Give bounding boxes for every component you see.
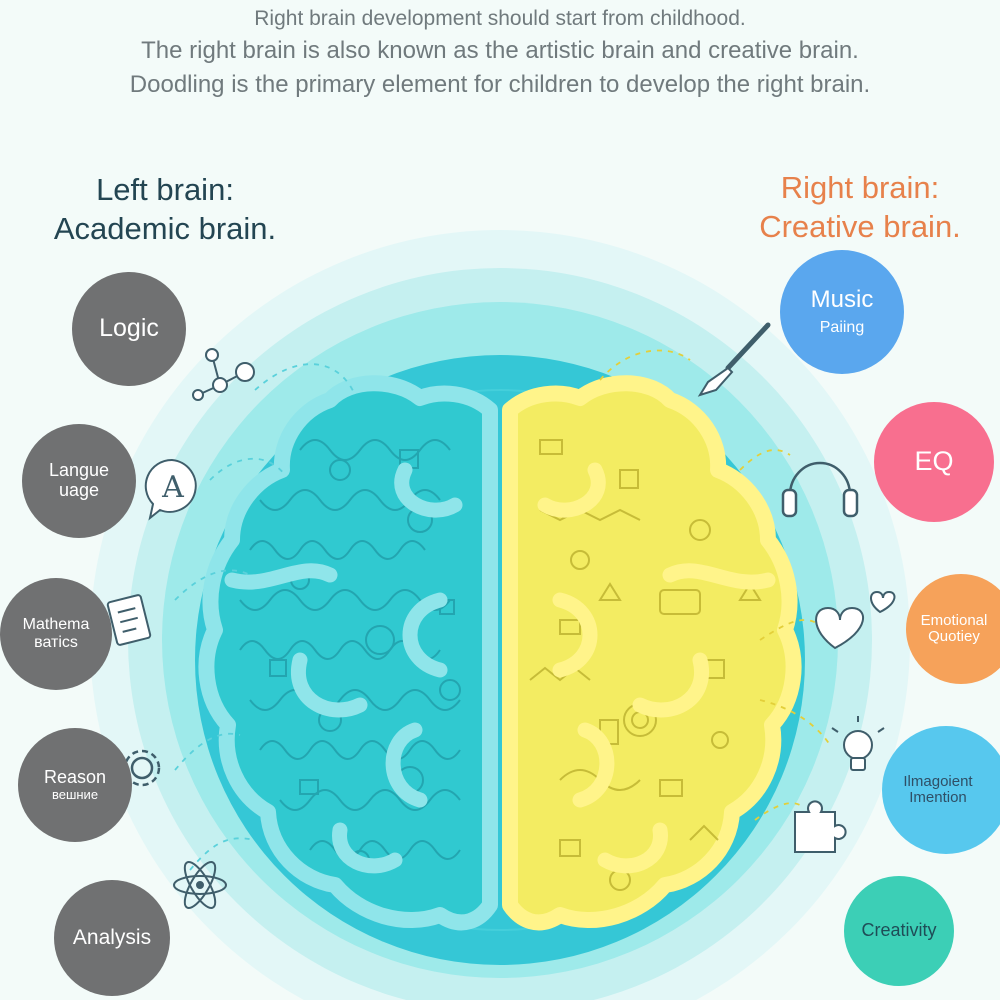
- right-brain-heading: Right brain: Creative brain.: [740, 168, 980, 246]
- right-item-imagination: Ilmagoient Imention: [882, 726, 1000, 854]
- right-heading-line-2: Creative brain.: [759, 209, 961, 244]
- lightbulb-icon: [831, 716, 885, 771]
- left-item-line-2: ватics: [34, 634, 78, 651]
- connector-lines: [174, 349, 831, 871]
- header-line-1: Right brain development should start fro…: [254, 7, 746, 30]
- right-item-eq: EQ: [874, 402, 994, 522]
- left-item-line-1: Logic: [99, 314, 159, 343]
- letter-a-bubble-icon: A: [144, 458, 197, 521]
- header: Right brain development should start fro…: [0, 4, 1000, 102]
- right-item-line-1: Creativity: [861, 920, 937, 941]
- molecule-icon: [192, 348, 255, 401]
- left-item-logic: Logic: [72, 272, 186, 386]
- paintbrush-icon: [697, 322, 771, 397]
- header-line-3: Doodling is the primary element for chil…: [129, 71, 871, 98]
- left-brain-heading: Left brain: Academic brain.: [40, 170, 290, 248]
- right-item-line-1: Music: [810, 286, 874, 313]
- right-item-line-1: Emotional: [920, 611, 988, 629]
- left-item-language: Langue uage: [22, 424, 136, 538]
- right-item-line-1: Ilmagoient: [903, 772, 973, 790]
- puzzle-piece-icon: [794, 800, 847, 853]
- headphones-icon: [781, 461, 859, 518]
- left-item-mathematics: Mathema ватics: [0, 578, 112, 690]
- svg-text:A: A: [161, 470, 184, 505]
- left-hemisphere: [198, 375, 498, 931]
- left-item-analysis: Analysis: [54, 880, 170, 996]
- left-item-line-2: вешние: [51, 786, 99, 802]
- header-line-2: The right brain is also known as the art…: [141, 37, 859, 64]
- right-item-line-2: Quotiey: [928, 628, 980, 645]
- heart-icon: [815, 590, 896, 650]
- left-heading-line-2: Academic brain.: [53, 211, 277, 246]
- left-item-line-2: uage: [58, 480, 100, 500]
- right-heading-line-1: Right brain:: [780, 170, 940, 205]
- right-item-line-2: Imention: [909, 789, 967, 806]
- right-item-line-2: Paiing: [819, 319, 865, 337]
- right-item-emotional-quotient: Emotional Quotiey: [906, 574, 1000, 684]
- right-item-music: Music Paiing: [780, 250, 904, 374]
- right-item-creativity: Creativity: [844, 876, 954, 986]
- left-item-line-1: Reason: [43, 766, 107, 787]
- document-icon: [106, 594, 152, 646]
- left-heading-line-1: Left brain:: [96, 172, 234, 207]
- atom-icon: [173, 861, 227, 909]
- right-hemisphere: [502, 375, 802, 931]
- left-item-line-1: Analysis: [72, 926, 152, 950]
- left-item-line-1: Mathema: [22, 616, 90, 634]
- left-item-reason: Reason вешние: [18, 728, 132, 842]
- left-item-line-1: Langue: [48, 460, 110, 481]
- right-item-line-1: EQ: [914, 446, 954, 477]
